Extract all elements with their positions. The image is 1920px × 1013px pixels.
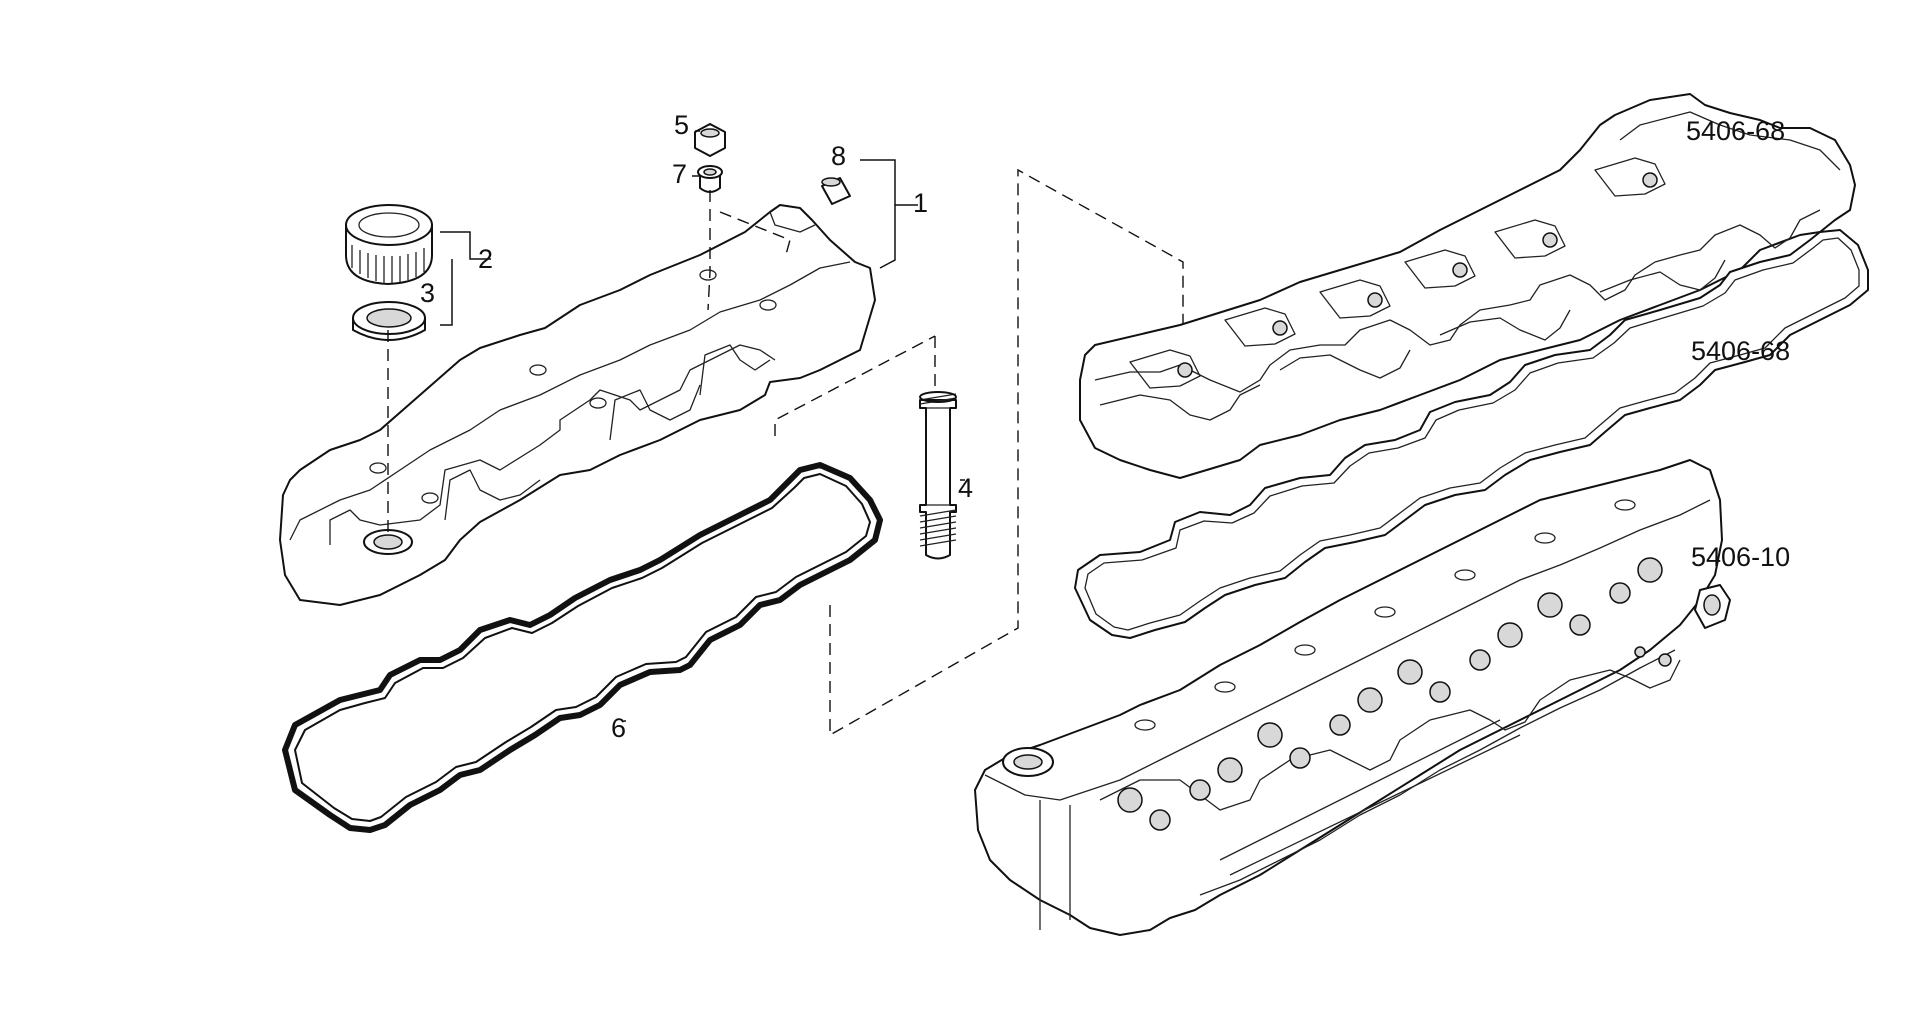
callout-1: 1 xyxy=(913,188,928,218)
callout-4: 4 xyxy=(958,473,973,503)
callout-8: 8 xyxy=(831,141,846,171)
callout-labels: 1 2 3 4 5 6 7 8 xyxy=(420,110,973,743)
callout-7: 7 xyxy=(672,159,687,189)
rocker-arm-details xyxy=(1129,157,1666,389)
assembly-lines xyxy=(387,168,1184,737)
callout-3: 3 xyxy=(420,278,435,308)
oil-filler-cap xyxy=(345,204,433,285)
cylinder-head-gasket xyxy=(1074,229,1869,639)
filler-cap-seal xyxy=(352,301,426,341)
rocker-carrier xyxy=(1079,93,1856,479)
callout-5: 5 xyxy=(674,110,689,140)
spacer-sleeve xyxy=(821,177,851,205)
callout-6: 6 xyxy=(611,713,626,743)
leader-lines xyxy=(440,130,965,722)
reference-top-cover: 5406-68 xyxy=(1686,116,1785,146)
cylinder-head xyxy=(974,459,1731,936)
rocker-cover xyxy=(279,204,876,606)
callout-2: 2 xyxy=(478,244,493,274)
reference-cylinder-head: 5406-10 xyxy=(1691,542,1790,572)
stud-bolt xyxy=(919,391,957,560)
valve-ports xyxy=(1117,499,1663,831)
rocker-cover-gasket xyxy=(282,462,883,833)
sealing-washer xyxy=(697,165,723,193)
cap-nut xyxy=(694,123,726,157)
head-front-boss xyxy=(1002,584,1731,777)
reference-gasket: 5406-68 xyxy=(1691,336,1790,366)
reference-labels: 5406-68 5406-68 5406-10 xyxy=(1686,116,1790,572)
